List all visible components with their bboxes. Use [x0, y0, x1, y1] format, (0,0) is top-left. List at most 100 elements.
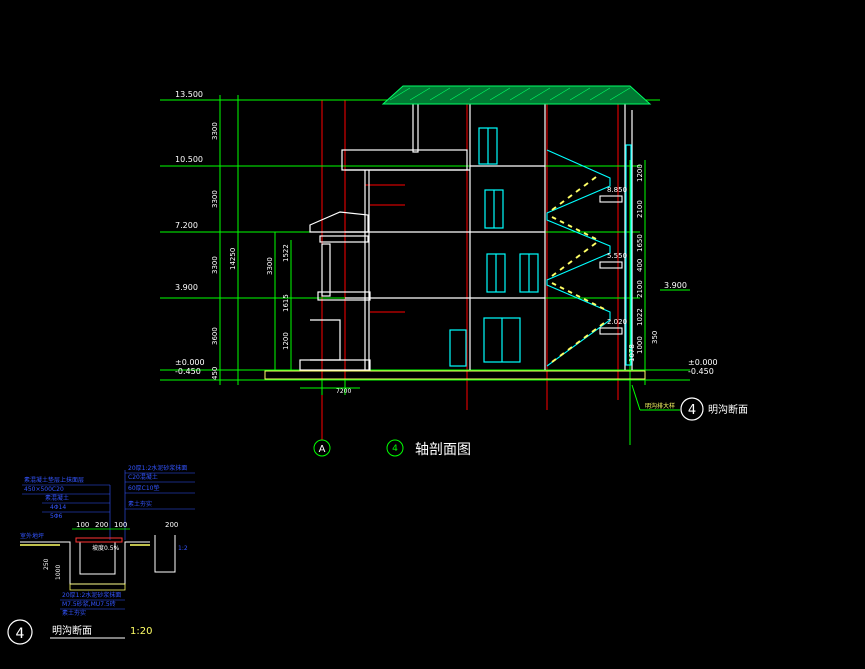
dim-label: 2100: [636, 280, 644, 298]
dim-label: 350: [651, 331, 659, 344]
stair-treads-1: [551, 322, 605, 363]
floor-lines: [160, 95, 690, 445]
stair-treads-4: [551, 216, 597, 240]
stairs: [546, 149, 623, 367]
roof-parapet: [412, 99, 419, 153]
ground-hatch: [264, 370, 646, 380]
level-label: 7.200: [175, 221, 198, 230]
dim-labels-left: 3300 3300 3300 3600 450 14250 3300 1522 …: [211, 122, 290, 380]
balcony-railing: [317, 291, 371, 301]
trench-base: [69, 583, 126, 591]
detail-note: 60厚C10垫: [128, 484, 159, 492]
section-title-text: 轴剖面图: [415, 442, 471, 458]
landing-2f: [599, 261, 623, 269]
level-label: 3.900: [175, 283, 198, 292]
landing-3f: [599, 195, 623, 203]
callout-title: 明沟断面: [708, 403, 748, 416]
detail-note: 4Φ14: [50, 504, 66, 511]
roof: [381, 85, 652, 105]
section-number: 4: [392, 444, 398, 454]
detail-note: 1:2: [178, 545, 188, 552]
detail-note: 5Φ6: [50, 513, 63, 520]
dim-label: 2100: [636, 200, 644, 218]
detail-note: 20厚1:2水泥砂浆抹面: [62, 591, 121, 599]
detail-title: 明沟断面: [52, 624, 92, 637]
detail-dim: 200: [95, 521, 108, 529]
trench-channel: [79, 542, 116, 575]
detail-note: 素混凝土垫层上抹面层: [24, 476, 84, 484]
balcony-column: [321, 243, 331, 297]
trench-note: 明沟排大样: [645, 402, 675, 410]
axis-label: A: [319, 444, 326, 455]
detail-note: 20厚1:2水泥砂浆抹面: [128, 464, 187, 472]
stair-treads-5: [551, 176, 597, 211]
detail-note: C20混凝土: [128, 473, 158, 481]
roof-tiles: [381, 85, 652, 105]
detail-note: 素混凝土: [45, 494, 69, 502]
detail-dim: 250: [43, 558, 50, 570]
detail-note: 素土夯实: [128, 500, 152, 508]
entry-frame: [310, 319, 341, 361]
landing-1f: [599, 327, 623, 335]
window-strip-right: [625, 144, 632, 366]
level-label: ±0.000: [688, 358, 718, 367]
stair-level-labels: 8.850 5.550 2.020: [607, 186, 627, 326]
dim-label: 1200: [282, 332, 290, 350]
detail-note: M7.5砂浆,MU7.5砖: [62, 600, 116, 608]
dim-label: 400: [636, 259, 644, 272]
roof-terrace: [341, 149, 468, 171]
stair-flights: [546, 149, 611, 367]
dim-label: 3300: [266, 257, 274, 275]
dim-label: 1650: [636, 234, 644, 252]
level-label: 3.900: [664, 281, 687, 290]
detail-callout-number: 4: [16, 626, 25, 642]
building-outline: [299, 99, 633, 371]
dim-label: 3300: [211, 256, 219, 274]
dim-label: 1000: [636, 336, 644, 354]
trench-outline: [20, 541, 150, 585]
axis-bubble-a: A: [313, 439, 331, 457]
dim-label: 1022: [636, 308, 644, 326]
detail-dim: 100: [114, 521, 127, 529]
callout-number: 4: [688, 403, 696, 418]
total-height-label: 14250: [229, 248, 237, 270]
level-label: -0.450: [688, 367, 714, 376]
trench-callout: 明沟排大样 4 明沟断面: [631, 384, 748, 421]
entry-step: [299, 359, 371, 371]
detail-label: 坡度0.5%: [92, 544, 120, 552]
stair-level: 2.020: [607, 318, 627, 326]
dim-label: 450: [211, 367, 219, 380]
dim-label: 7200: [336, 388, 351, 395]
door-1f-b: [449, 329, 467, 367]
trench-cover: [75, 537, 123, 543]
level-labels-left: 13.500 10.500 7.200 3.900 ±0.000 -0.450: [175, 90, 205, 376]
level-label: 10.500: [175, 155, 203, 164]
dim-label: 3300: [211, 190, 219, 208]
detail-dim: 100: [76, 521, 89, 529]
stair-level: 5.550: [607, 252, 627, 260]
level-label: ±0.000: [175, 358, 205, 367]
detail-dim: 200: [165, 521, 178, 529]
detail-scale: 1:20: [130, 626, 152, 637]
section-title: 4 轴剖面图: [386, 439, 471, 458]
roof-hatch: [389, 87, 631, 101]
balcony-canopy: [309, 211, 369, 233]
dim-label: 1078: [628, 344, 636, 362]
dim-label: 1522: [282, 244, 290, 262]
openings: [449, 127, 632, 367]
dim-label: 1200: [636, 164, 644, 182]
dim-label: 1615: [282, 294, 290, 312]
level-label: 13.500: [175, 90, 203, 99]
detail-note: 素土夯实: [62, 609, 86, 617]
stair-treads-2: [551, 282, 605, 310]
dim-label: 3300: [211, 122, 219, 140]
level-label: -0.450: [175, 367, 201, 376]
dim-labels-right: 1200 2100 1650 400 2100 1022 1000 1078 3…: [628, 164, 659, 362]
dim-label: 3600: [211, 327, 219, 345]
side-wall: [154, 535, 176, 573]
detail-dim: 1000: [55, 565, 62, 580]
detail-label: 室外地坪: [20, 532, 44, 540]
balcony-slab: [319, 235, 369, 243]
stair-treads-3: [551, 242, 597, 277]
